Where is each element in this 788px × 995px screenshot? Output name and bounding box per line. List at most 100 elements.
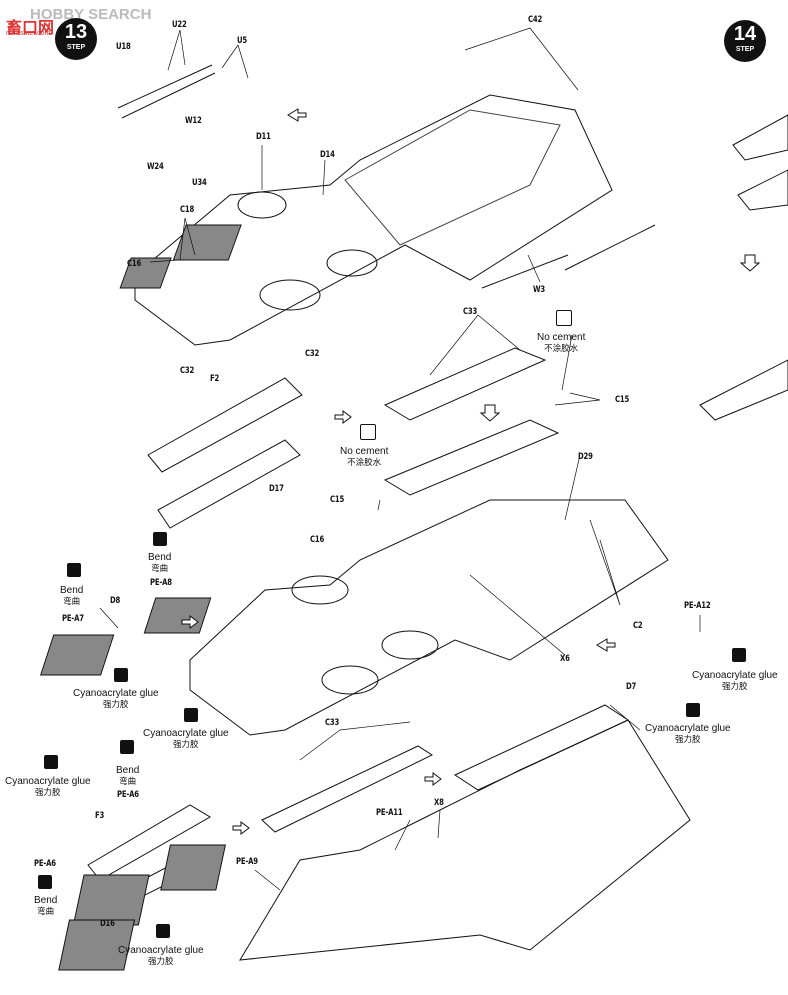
glue-bottle-icon (184, 708, 198, 722)
hatch-c (326, 249, 378, 277)
step-number: 14 (733, 23, 757, 45)
glue-zh: 强力胶 (173, 739, 199, 749)
part-label: W12 (185, 116, 202, 126)
rod-w12 (117, 64, 216, 119)
part-label: F2 (210, 374, 220, 384)
part-label: PE-A6 (117, 790, 139, 800)
part-label: D17 (269, 484, 284, 494)
part-label: C15 (615, 395, 630, 405)
panel-c33 (383, 347, 547, 421)
bend-en: Bend (34, 895, 58, 906)
part-label: U22 (172, 20, 187, 30)
part-label: D14 (320, 150, 335, 160)
panel-d17 (157, 439, 301, 529)
grille-b2 (72, 874, 150, 926)
no-cement-icon (360, 424, 376, 440)
glue-bottle-icon (44, 755, 58, 769)
part-label: W3 (533, 285, 546, 295)
watermark-logo: 畜口网 (6, 20, 55, 37)
grille-b3 (58, 919, 136, 971)
part-label: U5 (237, 36, 248, 46)
part-label: D29 (578, 452, 593, 462)
part-label: C15 (330, 495, 345, 505)
no-cement-en: No cement (340, 446, 389, 457)
hatch-b (259, 279, 321, 311)
part-label: C32 (180, 366, 195, 376)
leader-lines (99, 27, 701, 891)
watermark-url: nan-shan.com (6, 30, 51, 37)
step14-panel-c (699, 359, 788, 421)
no-cement-zh: 不涂胶水 (347, 457, 382, 467)
glue-bottle-icon (686, 703, 700, 717)
part-label: D7 (626, 682, 637, 692)
glue-en: Cyanoacrylate glue (692, 670, 778, 681)
part-label: C42 (528, 15, 543, 25)
step-badge-14: 14 STEP (724, 20, 766, 62)
step-number: 13 (64, 21, 88, 43)
step-badge-13: 13 STEP (55, 18, 97, 60)
hatch-m2 (381, 630, 439, 660)
no-cement-zh: 不涂胶水 (544, 343, 579, 353)
glue-bottle-icon (732, 648, 746, 662)
hull-middle (189, 499, 669, 736)
bend-icon (120, 740, 134, 754)
grille-13 (172, 224, 242, 261)
glue-zh: 强力胶 (103, 699, 129, 709)
grille-13b (119, 257, 172, 289)
glue-zh: 强力胶 (722, 681, 748, 691)
glue-en: Cyanoacrylate glue (143, 728, 229, 739)
part-label: D16 (100, 919, 115, 929)
part-label: PE-A9 (236, 857, 258, 867)
glue-zh: 强力胶 (35, 787, 61, 797)
glue-en: Cyanoacrylate glue (5, 776, 91, 787)
part-label: C32 (305, 349, 320, 359)
bend-en: Bend (60, 585, 84, 596)
hull-bottom (239, 719, 691, 961)
guide-arrows (181, 108, 761, 835)
part-label: C18 (180, 205, 195, 215)
part-label: PE-A8 (150, 578, 172, 588)
part-label: X8 (434, 798, 444, 808)
grille-m1 (143, 597, 212, 634)
part-label: U18 (116, 42, 131, 52)
part-label: D8 (110, 596, 121, 606)
bend-icon (67, 563, 81, 577)
glue-bottle-icon (156, 924, 170, 938)
part-label: D11 (256, 132, 271, 142)
glue-en: Cyanoacrylate glue (73, 688, 159, 699)
part-label: PE-A12 (684, 601, 711, 611)
rod-w3 (481, 224, 656, 289)
grille-m2 (40, 634, 115, 676)
part-label: PE-A7 (62, 614, 84, 624)
bend-zh: 弯曲 (37, 906, 55, 916)
step14-panel-a (732, 114, 788, 161)
part-label: F3 (95, 811, 105, 821)
part-label: C16 (310, 535, 325, 545)
hull-deck-13 (344, 109, 561, 246)
part-label: C33 (463, 307, 478, 317)
hatch-a (237, 191, 287, 219)
part-label: C16 (127, 259, 142, 269)
glue-en: Cyanoacrylate glue (645, 723, 731, 734)
grille-b1 (160, 844, 226, 891)
glue-zh: 强力胶 (148, 956, 174, 966)
watermark-text: HOBBY SEARCH (30, 6, 152, 23)
panel-f2 (147, 377, 303, 473)
no-cement-en: No cement (537, 332, 586, 343)
part-label: W24 (147, 162, 164, 172)
hatch-m3 (321, 665, 379, 695)
part-label: C2 (633, 621, 643, 631)
